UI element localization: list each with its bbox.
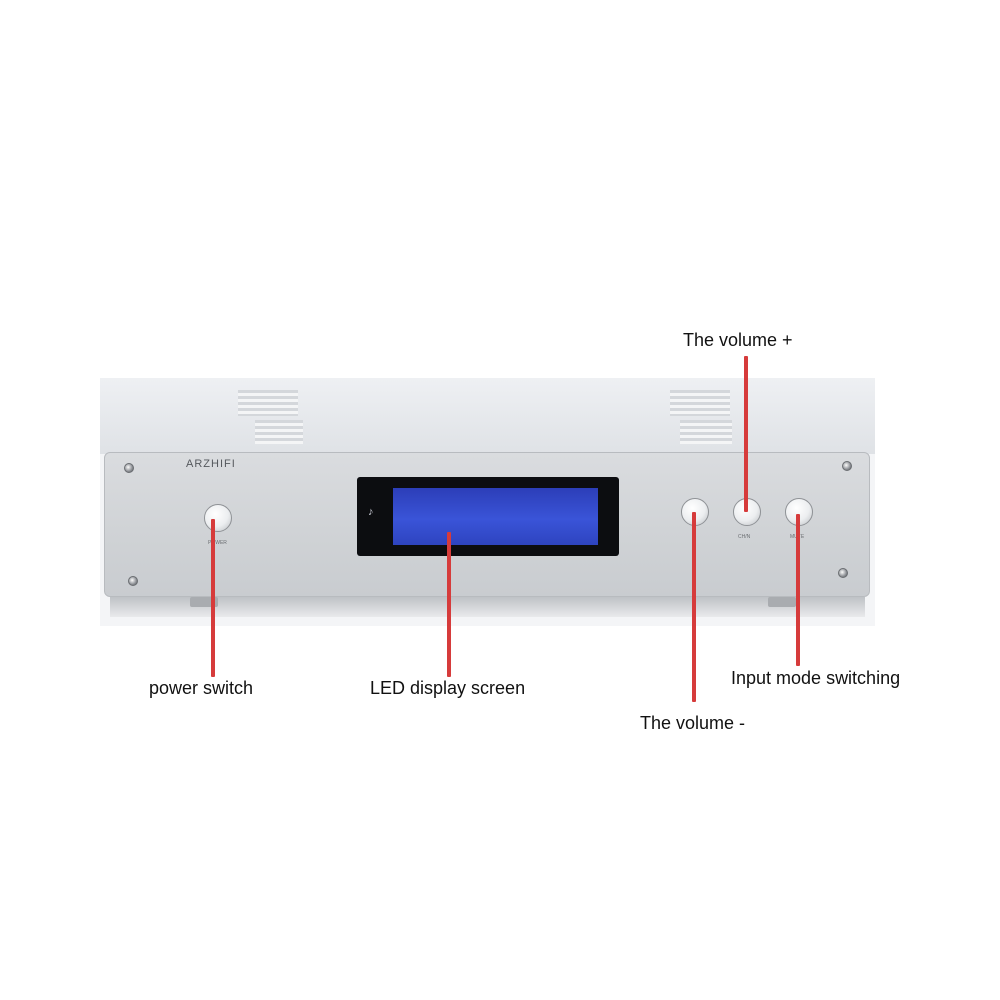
volume-up-button-label: CH/N <box>738 534 751 540</box>
device-foot <box>190 597 218 607</box>
power-button[interactable] <box>204 504 232 532</box>
device-foot <box>768 597 796 607</box>
top-vent <box>680 420 732 444</box>
callout-line-power <box>211 519 215 677</box>
callout-line-input-mode <box>796 514 800 666</box>
callout-line-led-display <box>447 532 451 677</box>
top-vent <box>255 420 303 444</box>
top-vent <box>238 390 298 416</box>
top-vent <box>670 390 730 416</box>
screw-icon <box>842 461 852 471</box>
callout-line-volume-plus <box>744 356 748 512</box>
screw-icon <box>124 463 134 473</box>
brand-logo: ARZHIFI <box>186 458 236 470</box>
screw-icon <box>838 568 848 578</box>
chassis-bottom <box>110 597 865 617</box>
callout-volume-minus: The volume - <box>640 713 746 733</box>
top-cover <box>100 378 875 454</box>
callout-led-display: LED display screen <box>370 678 526 698</box>
callout-line-volume-minus <box>692 512 696 702</box>
callout-input-mode: Input mode switching <box>731 668 901 688</box>
power-button-label: POWER <box>208 540 227 546</box>
led-display-screen <box>393 488 598 545</box>
callout-volume-plus: The volume + <box>683 330 793 350</box>
music-note-icon: ♪ <box>368 506 374 518</box>
callout-power-switch: power switch <box>149 678 254 698</box>
screw-icon <box>128 576 138 586</box>
